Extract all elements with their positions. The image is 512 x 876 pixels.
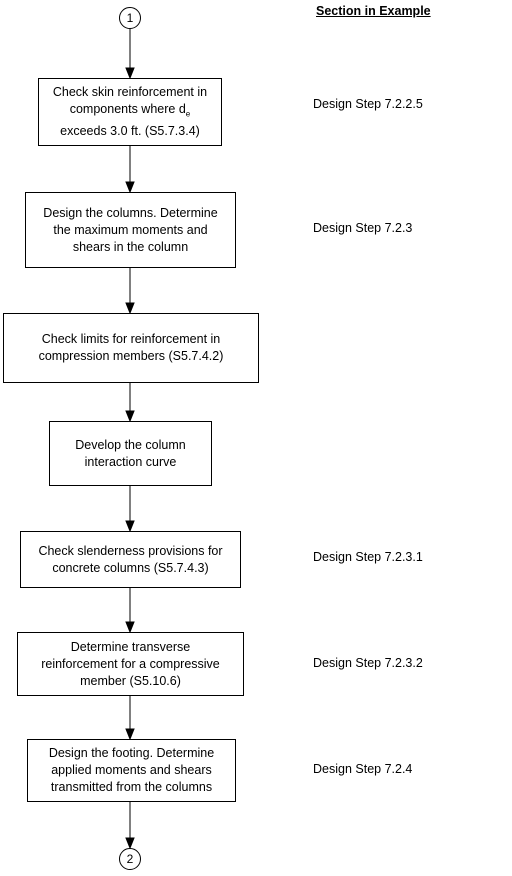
step-box-skin-reinforcement: Check skin reinforcement in components w…	[38, 78, 222, 146]
step-5-line-2: concrete columns (S5.7.4.3)	[52, 560, 209, 575]
step-5-line-1: Check slenderness provisions for	[38, 543, 223, 558]
step-6-line-1: Determine transverse	[70, 639, 191, 654]
step-box-interaction-curve: Develop the column interaction curve	[49, 421, 212, 486]
step-box-slenderness: Check slenderness provisions for concret…	[20, 531, 241, 588]
step-6-line-3: member (S5.10.6)	[80, 673, 181, 688]
section-header: Section in Example	[316, 4, 431, 18]
start-connector: 1	[119, 7, 141, 29]
step-box-transverse-reinforcement: Determine transverse reinforcement for a…	[17, 632, 244, 696]
step-4-line-2: interaction curve	[84, 454, 177, 469]
step-box-design-footing: Design the footing. Determine applied mo…	[27, 739, 236, 802]
step-2-line-3: shears in the column	[72, 239, 189, 254]
step-2-line-1: Design the columns. Determine	[43, 205, 218, 220]
step-box-reinforcement-limits: Check limits for reinforcement in compre…	[3, 313, 259, 383]
step-box-design-columns: Design the columns. Determine the maximu…	[25, 192, 236, 268]
end-connector: 2	[119, 848, 141, 870]
step-1-line-1: Check skin reinforcement in	[52, 85, 208, 100]
step-5-ref: Design Step 7.2.3.1	[313, 550, 423, 564]
step-1-line-3: exceeds 3.0 ft. (S5.7.3.4)	[60, 123, 200, 138]
step-2-line-2: the maximum moments and	[53, 222, 208, 237]
step-3-line-2: compression members (S5.7.4.2)	[38, 349, 224, 363]
step-7-line-1: Design the footing. Determine	[48, 746, 215, 760]
step-1-ref: Design Step 7.2.2.5	[313, 97, 423, 111]
step-7-line-3: transmitted from the columns	[50, 780, 213, 794]
step-4-line-1: Develop the column	[75, 437, 186, 452]
step-3-line-1: Check limits for reinforcement in	[41, 332, 221, 346]
step-6-ref: Design Step 7.2.3.2	[313, 656, 423, 670]
step-6-line-2: reinforcement for a compressive	[41, 656, 220, 671]
step-7-line-2: applied moments and shears	[51, 763, 212, 777]
step-1-line-2: components where de	[69, 102, 191, 119]
start-connector-label: 1	[126, 11, 134, 25]
step-7-ref: Design Step 7.2.4	[313, 762, 413, 776]
step-2-ref: Design Step 7.2.3	[313, 221, 413, 235]
end-connector-label: 2	[126, 852, 134, 866]
